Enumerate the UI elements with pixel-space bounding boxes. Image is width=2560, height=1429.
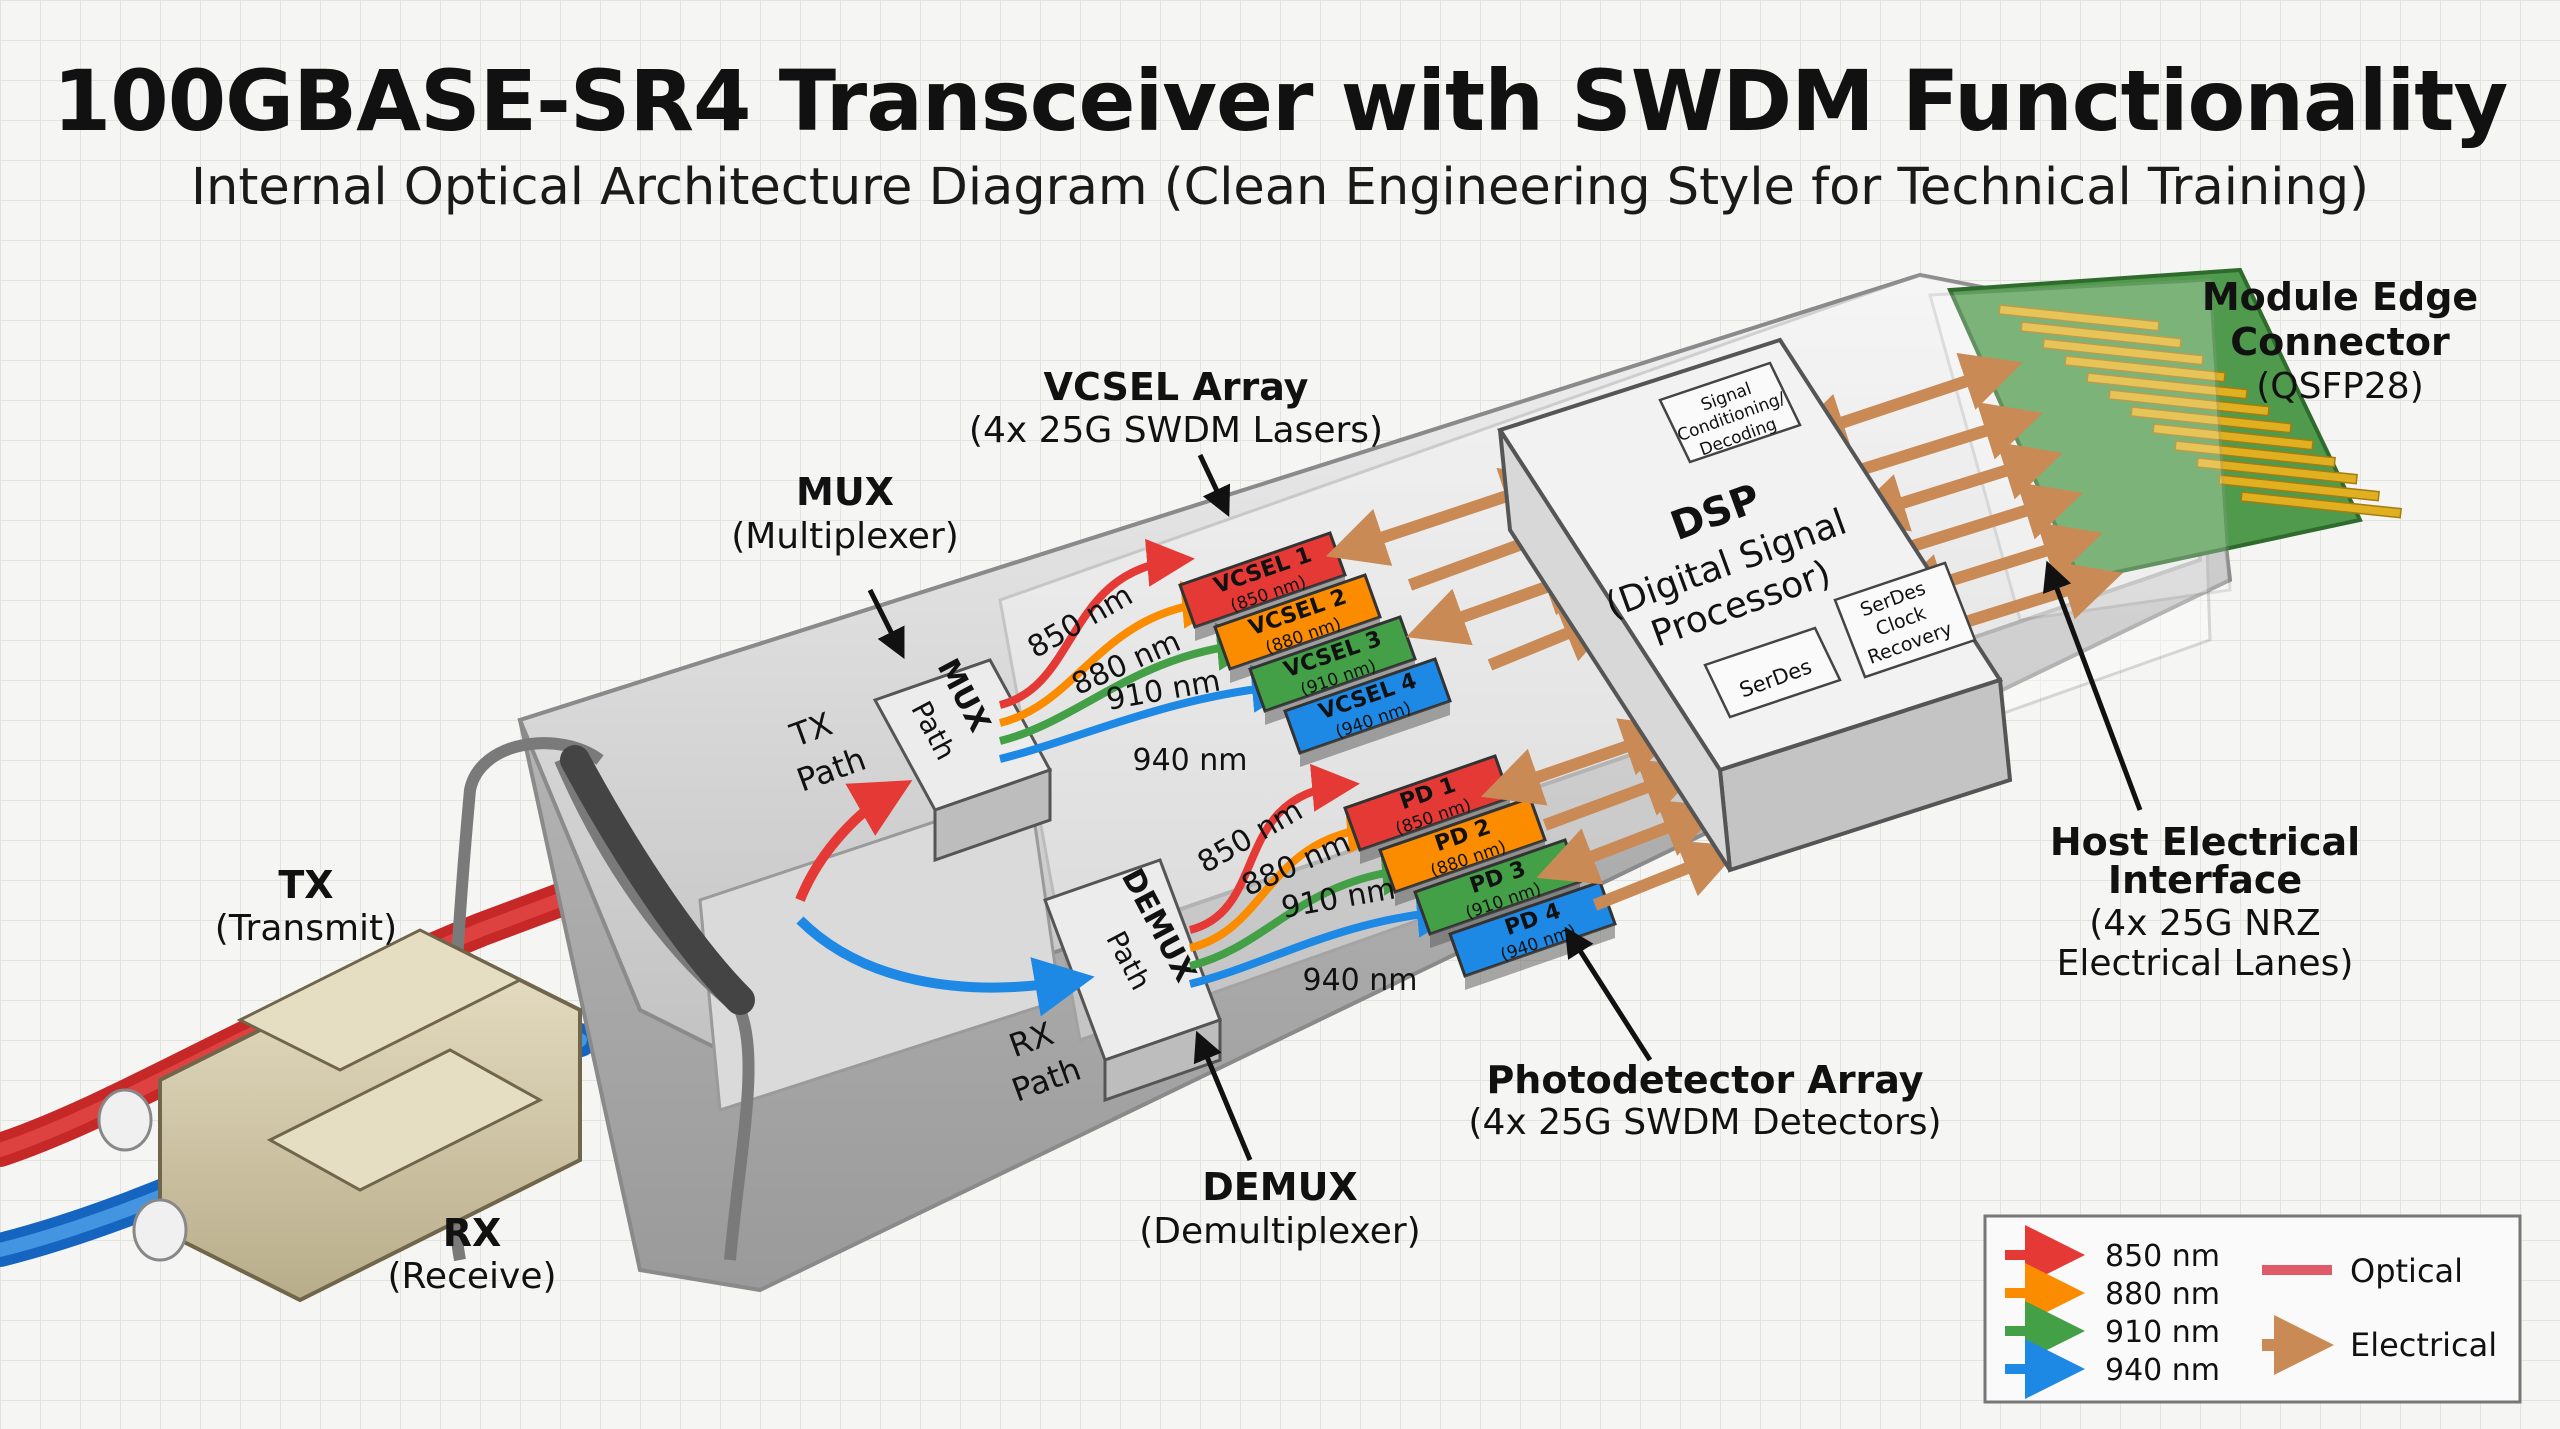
callout-host-title-line2: Interface: [2108, 858, 2302, 902]
gold-finger: [2196, 457, 2358, 485]
gold-finger: [2086, 372, 2248, 400]
gold-finger: [2108, 389, 2270, 417]
lc-connector: [97, 928, 582, 1303]
tx-wavelength-label: 940 nm: [1132, 743, 1247, 778]
callout-demux: DEMUX (Demultiplexer): [1139, 1030, 1421, 1252]
rx-lane: [1188, 763, 1360, 934]
tx-lane: [999, 580, 1230, 727]
rx-lane: [1189, 889, 1465, 988]
gold-finger: [2152, 423, 2314, 451]
callout-edge-title-line2: Connector: [2230, 320, 2450, 364]
electrical-lane-arrow: [1536, 799, 1723, 885]
callout-photodetector: Photodetector Array (4x 25G SWDM Detecto…: [1468, 926, 1942, 1143]
legend-label: 940 nm: [2105, 1353, 2220, 1388]
legend-label: 850 nm: [2105, 1239, 2220, 1274]
gold-finger: [2020, 321, 2182, 349]
callout-rx: RX (Receive): [387, 1211, 556, 1297]
callout-tx-desc: (Transmit): [215, 908, 397, 949]
gold-fingers: [1998, 304, 2402, 519]
rx-lane: [1189, 805, 1395, 952]
callout-edge-desc: (QSFP28): [2256, 366, 2424, 407]
gold-finger: [2240, 491, 2402, 519]
diagram-subtitle: Internal Optical Architecture Diagram (C…: [191, 158, 2369, 217]
tx-lane: [999, 622, 1265, 745]
gold-finger: [2042, 338, 2204, 366]
callout-edge-title-line1: Module Edge: [2202, 275, 2478, 319]
rx-wavelength-label: 940 nm: [1302, 963, 1417, 998]
electrical-lane-arrow: [1592, 840, 1743, 911]
callout-pd-title: Photodetector Array: [1486, 1058, 1923, 1102]
legend-optical-label: Optical: [2350, 1252, 2463, 1290]
clock-recovery-box: SerDes Clock Recovery: [1833, 561, 1977, 679]
tx-input-arrow: [795, 780, 913, 902]
serdes-box: SerDes: [1703, 626, 1842, 719]
callout-host-title-line1: Host Electrical: [2050, 820, 2360, 864]
gold-finger: [2174, 440, 2336, 468]
vcsel-array: VCSEL 1(850 nm)VCSEL 2(880 nm)VCSEL 3(91…: [1178, 531, 1452, 767]
callout-tx-title: TX: [278, 863, 333, 907]
callout-demux-desc: (Demultiplexer): [1139, 1211, 1420, 1252]
electrical-lane-arrow: [1480, 718, 1683, 806]
callout-demux-title: DEMUX: [1202, 1165, 1357, 1209]
callout-vcsel-desc: (4x 25G SWDM Lasers): [969, 410, 1383, 451]
tx-lane: [998, 538, 1195, 709]
callout-host-desc-line2: Electrical Lanes): [2057, 943, 2354, 984]
callout-host-interface: Host Electrical Interface (4x 25G NRZ El…: [2042, 560, 2360, 984]
legend-label: 880 nm: [2105, 1277, 2220, 1312]
gold-finger: [2130, 406, 2292, 434]
diagram-title: 100GBASE-SR4 Transceiver with SWDM Funct…: [52, 52, 2508, 150]
gold-finger: [2218, 474, 2380, 502]
legend-label: 910 nm: [2105, 1315, 2220, 1350]
callout-rx-title: RX: [443, 1211, 502, 1255]
gold-finger: [1998, 304, 2160, 332]
callout-mux-desc: (Multiplexer): [731, 516, 959, 557]
tx-lane: [999, 664, 1300, 763]
callout-pd-desc: (4x 25G SWDM Detectors): [1468, 1102, 1941, 1143]
callout-vcsel-title: VCSEL Array: [1044, 365, 1309, 409]
electrical-lane-arrow: [1845, 442, 2063, 532]
callout-rx-desc: (Receive): [387, 1256, 556, 1297]
callout-vcsel-array: VCSEL Array (4x 25G SWDM Lasers): [969, 365, 1383, 518]
mux-block: MUX Path: [872, 653, 1053, 863]
gold-finger: [2064, 355, 2226, 383]
callout-host-desc-line1: (4x 25G NRZ: [2089, 903, 2320, 944]
callout-module-edge: Module Edge Connector (QSFP28): [2202, 275, 2478, 407]
callout-mux: MUX (Multiplexer): [731, 470, 959, 659]
rx-lane: [1189, 847, 1430, 970]
legend-electrical-label: Electrical: [2350, 1326, 2497, 1364]
callout-mux-title: MUX: [796, 470, 894, 514]
rx-input-arrow: [796, 916, 1095, 1017]
electrical-lane-arrow: [1785, 352, 2023, 451]
pd-chip: PD 4(940 nm): [1448, 880, 1617, 990]
dsp-block: DSP (Digital Signal Processor) Signal Co…: [1496, 337, 2013, 873]
callout-tx: TX (Transmit): [215, 863, 397, 949]
